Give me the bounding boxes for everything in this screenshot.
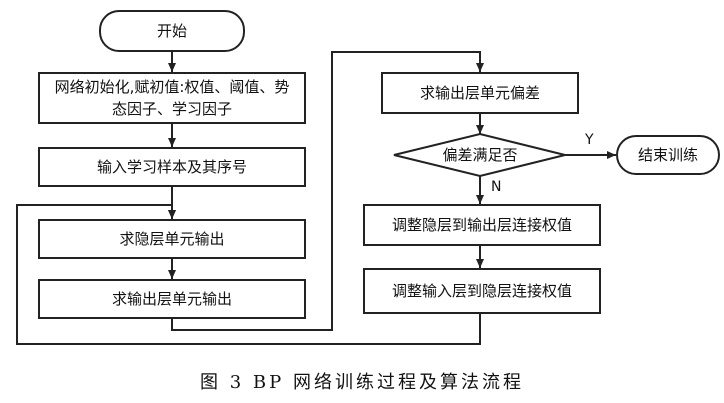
decision-diamond (393, 132, 566, 178)
decision-label: 偏差满足否 (442, 146, 518, 164)
figure-caption: 图 3 BP 网络训练过程及算法流程 (200, 372, 524, 393)
input-samples-label: 输入学习样本及其序号 (96, 158, 247, 176)
output-error-label: 求输出层单元偏差 (419, 84, 540, 102)
end-node: 结束训练 (616, 135, 720, 175)
output-error-step: 求输出层单元偏差 (381, 72, 579, 114)
arrow-loop-back (16, 204, 481, 345)
end-label: 结束训练 (637, 146, 698, 164)
adjust-hidden-to-output-step: 调整隐层到输出层连接权值 (363, 204, 601, 246)
hidden-output-step: 求隐层单元输出 (38, 219, 306, 259)
adjust-hidden-to-output-label: 调整隐层到输出层连接权值 (391, 216, 572, 234)
arrow-output-to-error (171, 51, 484, 331)
input-samples-step: 输入学习样本及其序号 (38, 147, 306, 187)
init-label: 网络初始化,赋初值:权值、阈值、势态因子、学习因子 (54, 78, 290, 118)
hidden-output-label: 求隐层单元输出 (119, 230, 225, 248)
yes-label: Y (585, 132, 594, 148)
start-node: 开始 (99, 10, 245, 52)
adjust-input-to-hidden-step: 调整输入层到隐层连接权值 (363, 268, 601, 314)
output-layer-output-label: 求输出层单元输出 (111, 290, 232, 308)
init-step: 网络初始化,赋初值:权值、阈值、势态因子、学习因子 (38, 72, 306, 124)
start-label: 开始 (156, 22, 187, 40)
output-layer-output-step: 求输出层单元输出 (38, 279, 306, 319)
adjust-input-to-hidden-label: 调整输入层到隐层连接权值 (391, 282, 572, 300)
no-label: N (491, 179, 502, 195)
